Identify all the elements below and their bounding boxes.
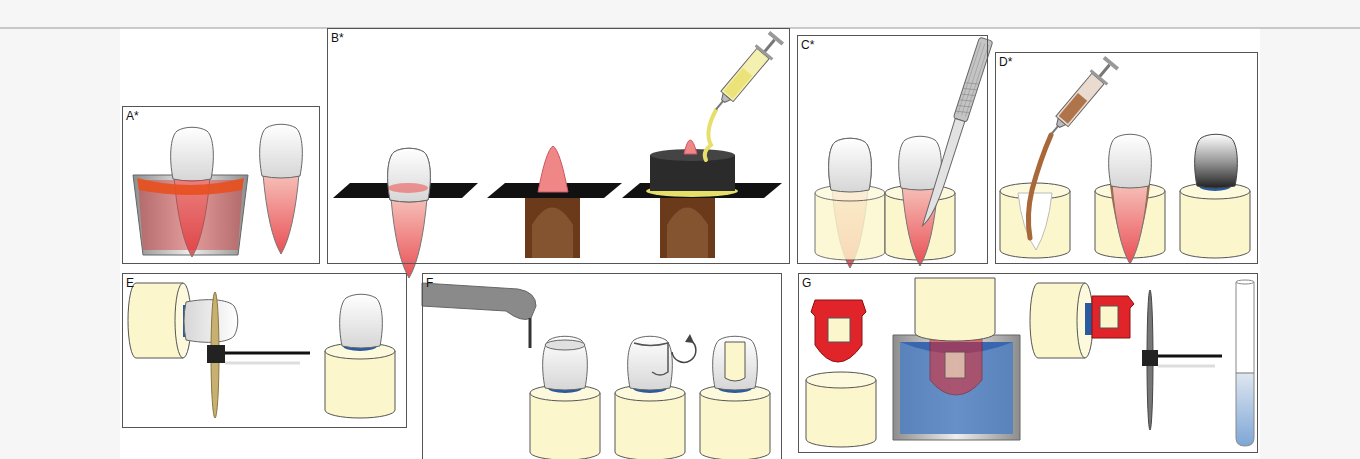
panel-letter: B*: [331, 31, 344, 45]
panel-letter: E: [126, 276, 134, 290]
panel-letter: C*: [801, 38, 814, 52]
panel-frame: G: [798, 273, 1258, 453]
panel-frame: E: [122, 273, 407, 428]
panel-letter: A*: [126, 109, 139, 123]
panel-frame: B*: [327, 28, 790, 264]
panel-frame: C*: [797, 35, 988, 264]
panel-letter: G: [802, 276, 811, 290]
panel-letter: F: [426, 276, 433, 290]
panel-frame: F: [422, 273, 782, 459]
panel-frame: D*: [995, 52, 1258, 264]
panel-letter: D*: [999, 55, 1012, 69]
panel-frame: A*: [122, 106, 320, 264]
